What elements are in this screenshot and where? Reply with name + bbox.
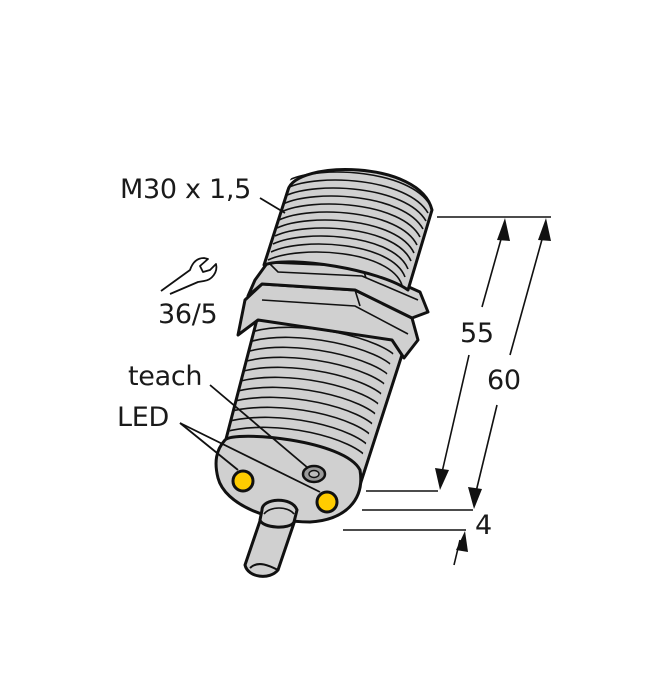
wrench-icon bbox=[160, 257, 218, 295]
dimension-60-label: 60 bbox=[487, 365, 521, 396]
teach-leader bbox=[209, 384, 309, 469]
teach-label: teach bbox=[128, 361, 203, 392]
thread-label: M30 x 1,5 bbox=[120, 174, 252, 205]
leader-lines bbox=[179, 197, 321, 493]
wrench-size-label: 36/5 bbox=[158, 299, 218, 330]
led-left bbox=[231, 469, 255, 493]
dimension-lines bbox=[343, 216, 551, 566]
cable bbox=[243, 513, 297, 578]
teach-button bbox=[301, 464, 327, 484]
led-label: LED bbox=[117, 402, 169, 433]
dimension-55-label: 55 bbox=[460, 318, 494, 349]
upper-thread-body bbox=[262, 168, 434, 292]
thread-leader bbox=[259, 197, 286, 214]
led-right bbox=[315, 490, 339, 514]
dimension-arrows bbox=[435, 216, 551, 552]
led-leader-left bbox=[179, 422, 239, 471]
led-leader-right bbox=[179, 422, 321, 493]
dimension-4-label: 4 bbox=[475, 510, 492, 541]
